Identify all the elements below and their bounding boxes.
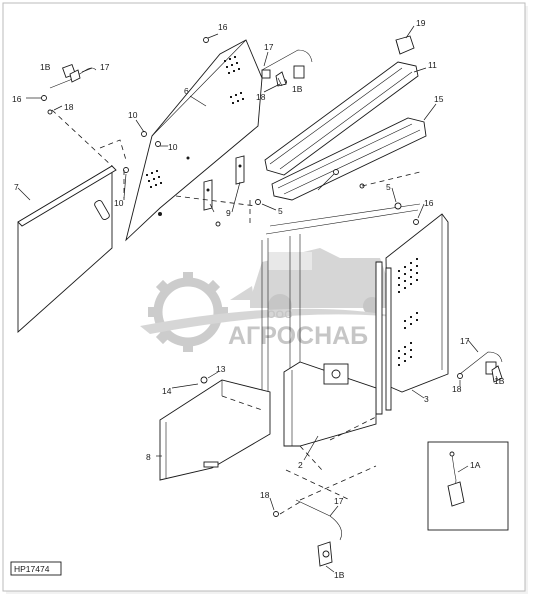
callout-1B-bottom: 1B [334, 570, 345, 580]
clips-1B [69, 69, 503, 383]
part-19-cap [395, 35, 415, 55]
bolt-14 [200, 376, 208, 384]
watermark-large-text: АГРОСНАБ [228, 322, 368, 350]
callout-8: 8 [146, 452, 151, 462]
part-8-panel [159, 379, 271, 481]
callout-10-a: 10 [128, 110, 138, 120]
callout-1B-top: 1B [292, 84, 303, 94]
callout-10-b: 10 [168, 142, 178, 152]
part-2-panel [283, 361, 377, 447]
callout-16-right: 16 [424, 198, 434, 208]
callout-18-right: 18 [452, 384, 462, 394]
watermark-harvester-icon [230, 248, 392, 318]
callout-3: 3 [424, 394, 429, 404]
callout-13: 13 [216, 364, 226, 374]
harness-17-upper-center [261, 49, 313, 79]
detail-box-1A [427, 441, 509, 531]
callout-19: 19 [416, 18, 426, 28]
part-15-channel [271, 117, 427, 201]
watermark-gear-icon [148, 272, 228, 352]
callout-16-left: 16 [12, 94, 22, 104]
bolt-16c [413, 219, 419, 225]
callout-5-right: 5 [386, 182, 391, 192]
callout-6: 6 [184, 86, 189, 96]
callout-14: 14 [162, 386, 172, 396]
bolt-10a [141, 131, 147, 137]
bolt-10d [333, 169, 339, 175]
callout-1A: 1A [470, 460, 481, 470]
bolt-5c [255, 199, 261, 205]
bolt-18d [273, 511, 279, 517]
watermark-small-text: ООО [267, 309, 293, 321]
callout-leaders [17, 25, 499, 573]
callout-1B-left: 1B [40, 62, 51, 72]
panel-6-perforations [146, 56, 244, 188]
bolt-16a [203, 37, 209, 43]
bolt-5b [394, 202, 402, 210]
callout-2: 2 [298, 460, 303, 470]
part-6-panel [125, 39, 263, 242]
callout-18-top: 18 [256, 92, 266, 102]
callout-17-bottom: 17 [334, 496, 344, 506]
bolt-18b [47, 109, 53, 115]
watermark-swoosh [140, 308, 405, 334]
bolt-18c [457, 373, 463, 379]
callout-labels: 19 11 15 16 17 18 1B 6 1B 17 16 18 10 10… [12, 18, 505, 580]
watermark: ООО АГРОСНАБ [140, 248, 405, 352]
callout-5-left: 5 [278, 206, 283, 216]
bolt-10b [155, 141, 161, 147]
callout-18-left: 18 [64, 102, 74, 112]
callout-15: 15 [434, 94, 444, 104]
callout-17-top: 17 [264, 42, 274, 52]
part-11-channel [264, 61, 419, 176]
part-7-panel [17, 165, 117, 334]
callout-9: 9 [226, 208, 231, 218]
part-3-panel [375, 213, 449, 415]
bolt-9a [215, 221, 221, 227]
callout-17-right: 17 [460, 336, 470, 346]
callout-1B-right: 1B [494, 376, 505, 386]
callout-18-bottom: 18 [260, 490, 270, 500]
bolt-16b [41, 95, 47, 101]
figure-id-text: HP17474 [14, 564, 50, 574]
assembly-lines [51, 109, 421, 515]
callout-16-top: 16 [218, 22, 228, 32]
panel-3-perforations [398, 258, 418, 366]
callout-11: 11 [428, 60, 437, 70]
figure-id-label: HP17474 [10, 561, 62, 576]
callout-17-left: 17 [100, 62, 110, 72]
part-9-brackets [203, 155, 245, 211]
callout-7: 7 [14, 182, 19, 192]
callout-10-c: 10 [114, 198, 124, 208]
bolt-10c [123, 167, 129, 173]
